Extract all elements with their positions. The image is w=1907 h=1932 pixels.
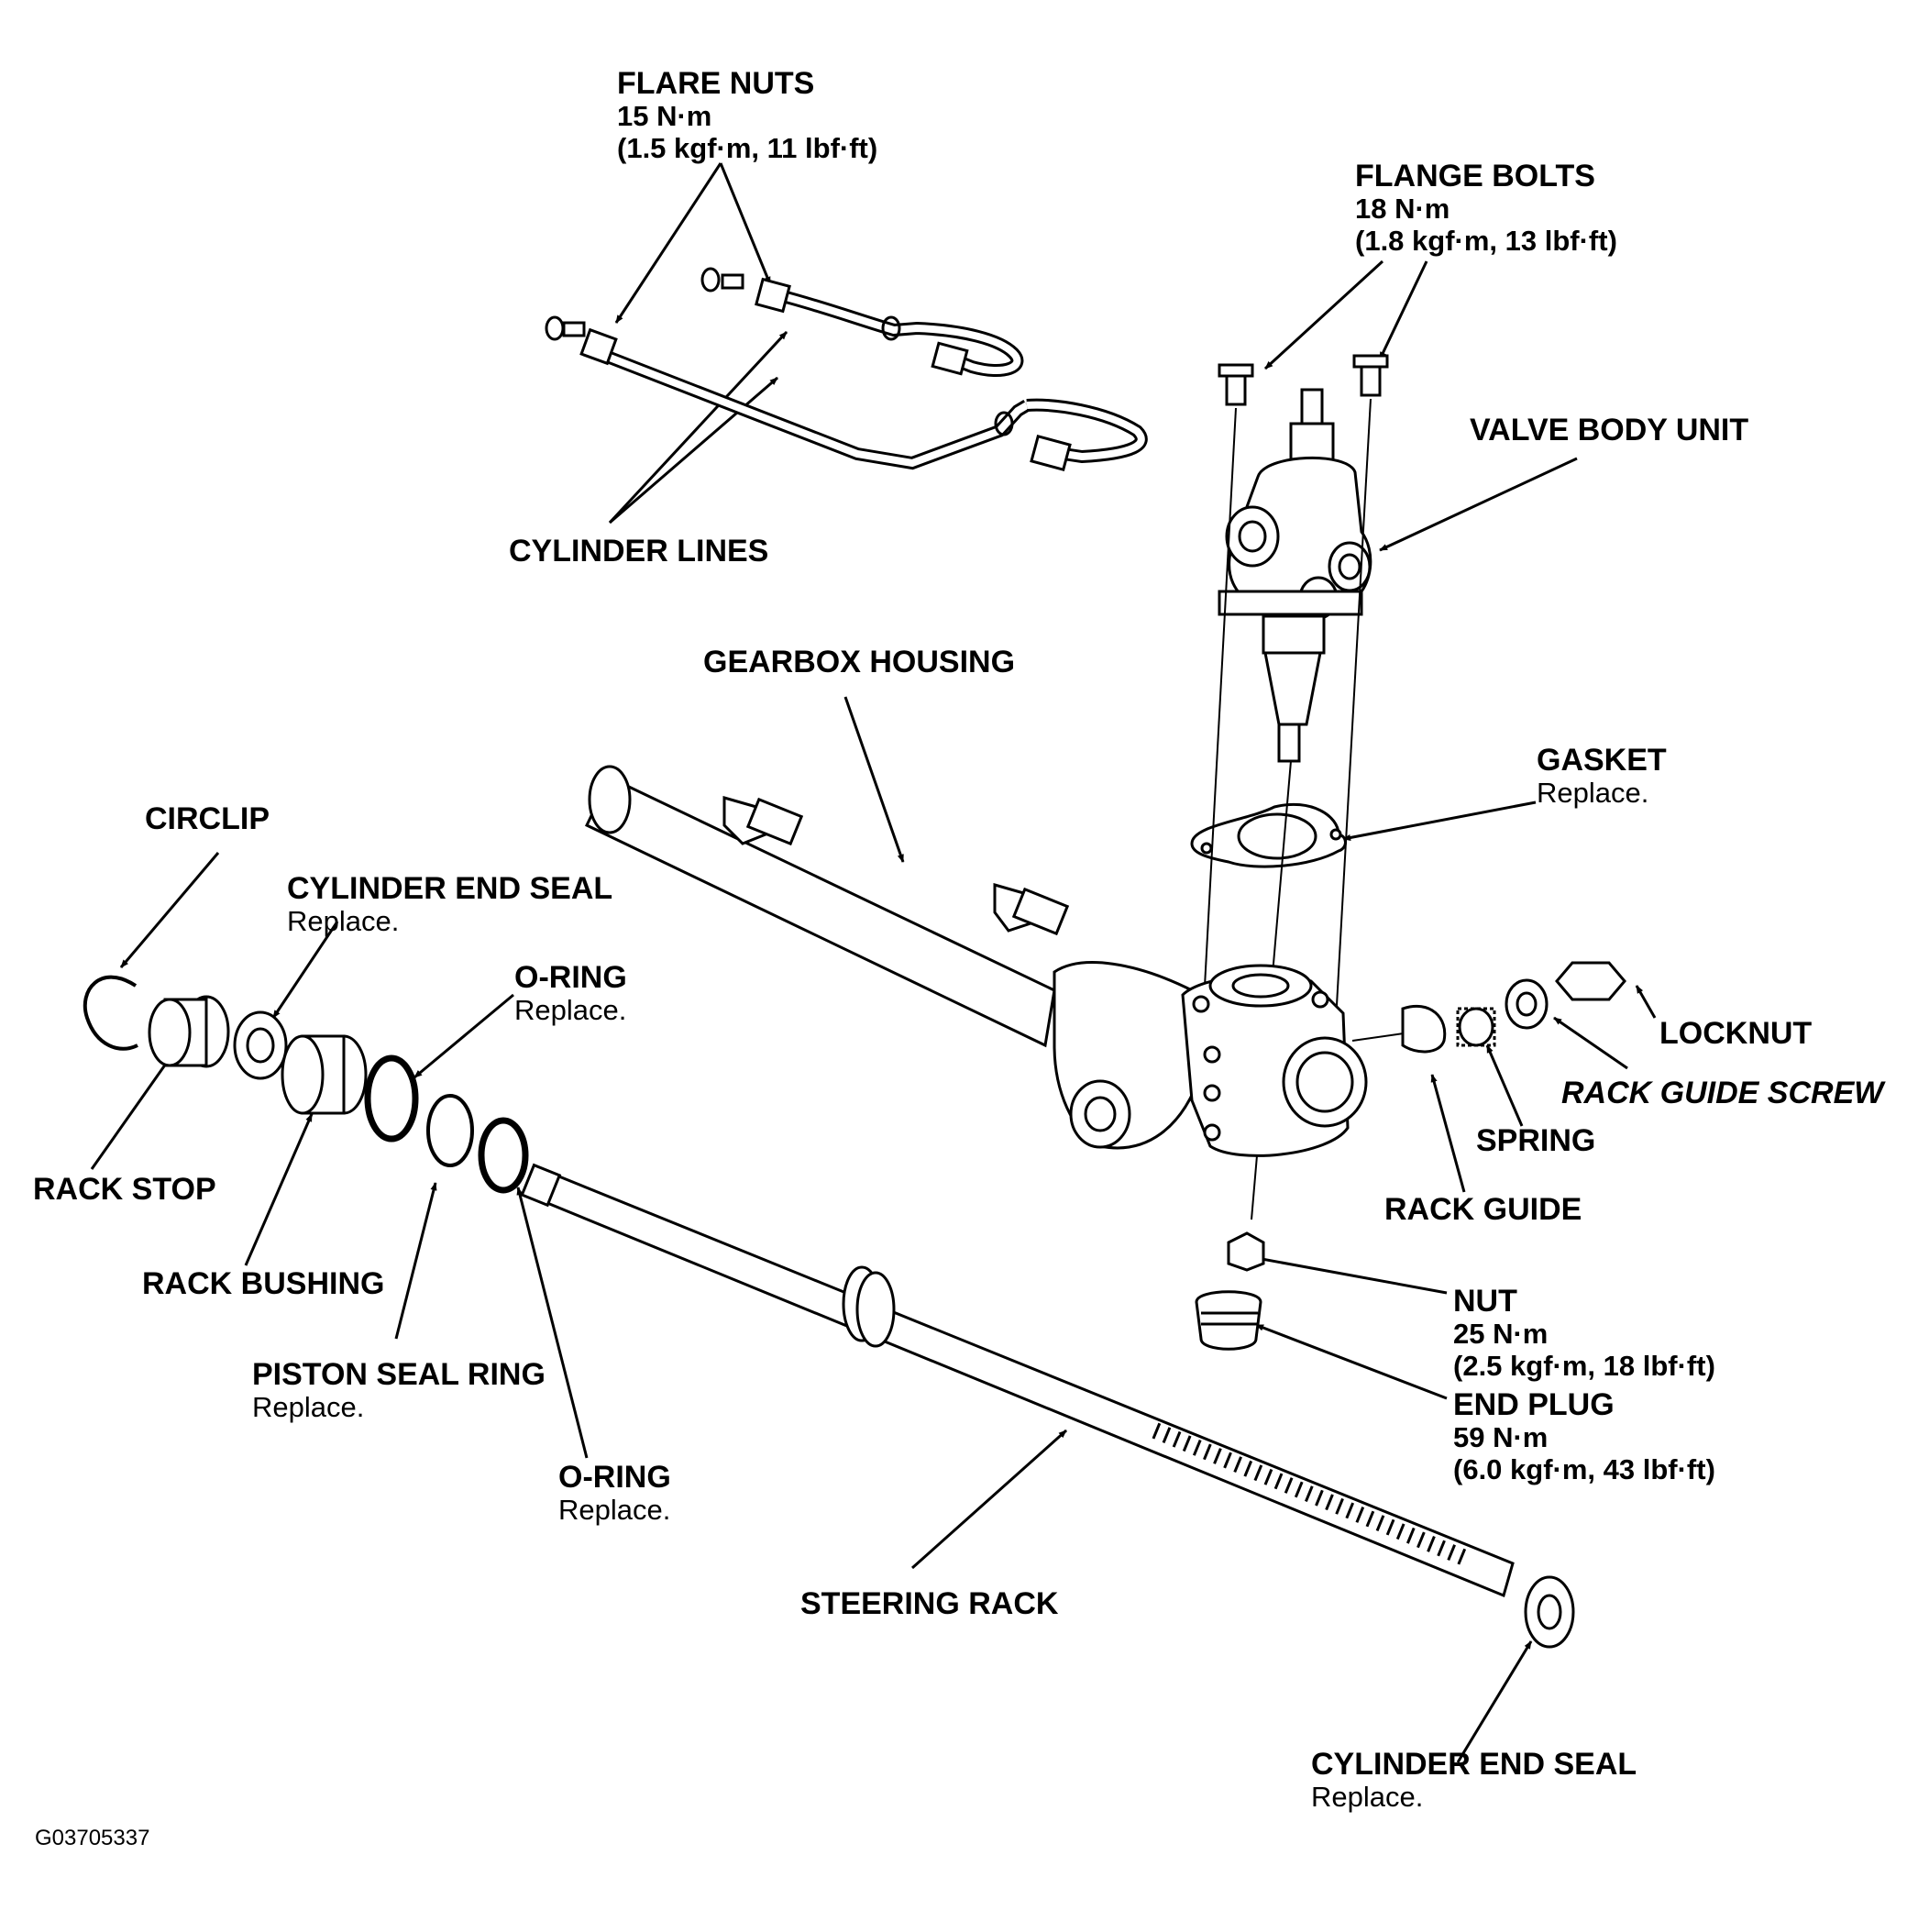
piston-seal-ring-note: Replace. bbox=[252, 1391, 365, 1424]
steering-rack-drawing bbox=[520, 1163, 1575, 1649]
gearbox-housing-title: GEARBOX HOUSING bbox=[703, 645, 1016, 679]
nut-title: NUT bbox=[1453, 1284, 1517, 1319]
flare-nuts-title: FLARE NUTS bbox=[617, 66, 815, 101]
figure-code: G03705337 bbox=[35, 1826, 149, 1850]
gasket-title: GASKET bbox=[1537, 743, 1667, 778]
gearbox-housing-label: GEARBOX HOUSING bbox=[703, 645, 1015, 679]
steering-rack-title: STEERING RACK bbox=[800, 1586, 1059, 1621]
rack-stop-label: RACK STOP bbox=[33, 1172, 216, 1207]
end-plug-label: END PLUG 59 N·m (6.0 kgf·m, 43 lbf·ft) bbox=[1453, 1387, 1715, 1486]
flange-bolts-torque: 18 N·m bbox=[1355, 193, 1450, 226]
o-ring-upper-label: O-RING Replace. bbox=[514, 960, 627, 1027]
flare-nuts-torque: 15 N·m bbox=[617, 100, 712, 133]
cylinder-end-seal-left-title: CYLINDER END SEAL bbox=[287, 871, 613, 906]
cylinder-end-seal-left-label: CYLINDER END SEAL Replace. bbox=[287, 871, 612, 938]
cylinder-lines-label: CYLINDER LINES bbox=[509, 534, 768, 569]
locknut-title: LOCKNUT bbox=[1659, 1016, 1813, 1051]
valve-body-unit-label: VALVE BODY UNIT bbox=[1470, 413, 1748, 447]
end-plug-title: END PLUG bbox=[1453, 1387, 1615, 1422]
o-ring-lower-note: Replace. bbox=[558, 1494, 671, 1527]
gasket-note: Replace. bbox=[1537, 777, 1649, 810]
flare-nuts-torque-alt: (1.5 kgf·m, 11 lbf·ft) bbox=[617, 131, 878, 164]
cylinder-end-seal-left-note: Replace. bbox=[287, 905, 400, 938]
end-plug-torque: 59 N·m bbox=[1453, 1421, 1549, 1454]
leader-lines bbox=[90, 162, 1657, 1763]
spring-title: SPRING bbox=[1476, 1123, 1596, 1158]
flange-bolts-label: FLANGE BOLTS 18 N·m (1.8 kgf·m, 13 lbf·f… bbox=[1355, 159, 1617, 258]
end-plug-torque-alt: (6.0 kgf·m, 43 lbf·ft) bbox=[1453, 1452, 1715, 1485]
locknut-label: LOCKNUT bbox=[1659, 1016, 1812, 1051]
circlip-label: CIRCLIP bbox=[145, 801, 270, 836]
nut-torque-alt: (2.5 kgf·m, 18 lbf·ft) bbox=[1453, 1349, 1715, 1382]
gasket-drawing bbox=[1190, 802, 1347, 868]
rack-bushing-label: RACK BUSHING bbox=[142, 1266, 384, 1301]
rack-guide-components bbox=[1195, 961, 1626, 1351]
o-ring-lower-label: O-RING Replace. bbox=[558, 1460, 671, 1527]
rack-guide-screw-title: RACK GUIDE SCREW bbox=[1561, 1076, 1884, 1110]
rack-guide-title: RACK GUIDE bbox=[1384, 1192, 1582, 1227]
steering-rack-label: STEERING RACK bbox=[800, 1586, 1058, 1621]
cylinder-lines-title: CYLINDER LINES bbox=[509, 534, 769, 569]
nut-label: NUT 25 N·m (2.5 kgf·m, 18 lbf·ft) bbox=[1453, 1284, 1715, 1383]
flange-bolts-torque-alt: (1.8 kgf·m, 13 lbf·ft) bbox=[1355, 224, 1617, 257]
piston-seal-ring-label: PISTON SEAL RING Replace. bbox=[252, 1357, 546, 1424]
flare-nuts-label: FLARE NUTS 15 N·m (1.5 kgf·m, 11 lbf·ft) bbox=[617, 66, 877, 165]
o-ring-upper-title: O-RING bbox=[514, 960, 627, 995]
piston-seal-ring-title: PISTON SEAL RING bbox=[252, 1357, 546, 1392]
cylinder-end-seal-right-title: CYLINDER END SEAL bbox=[1311, 1747, 1637, 1782]
spring-label: SPRING bbox=[1476, 1123, 1595, 1158]
valve-body-unit-title: VALVE BODY UNIT bbox=[1470, 413, 1749, 447]
o-ring-upper-note: Replace. bbox=[514, 994, 627, 1027]
rack-stop-title: RACK STOP bbox=[33, 1172, 216, 1207]
gasket-label: GASKET Replace. bbox=[1537, 743, 1667, 810]
cylinder-end-seal-right-label: CYLINDER END SEAL Replace. bbox=[1311, 1747, 1637, 1814]
cylinder-lines-drawing bbox=[545, 267, 1148, 472]
rack-components-left bbox=[83, 975, 529, 1194]
o-ring-lower-title: O-RING bbox=[558, 1460, 671, 1495]
rack-guide-label: RACK GUIDE bbox=[1384, 1192, 1582, 1227]
cylinder-end-seal-right-note: Replace. bbox=[1311, 1781, 1424, 1814]
rack-bushing-title: RACK BUSHING bbox=[142, 1266, 385, 1301]
gearbox-housing-drawing bbox=[584, 765, 1368, 1157]
nut-torque: 25 N·m bbox=[1453, 1318, 1549, 1351]
flange-bolts-title: FLANGE BOLTS bbox=[1355, 159, 1595, 193]
circlip-title: CIRCLIP bbox=[145, 801, 270, 836]
rack-guide-screw-label: RACK GUIDE SCREW bbox=[1561, 1076, 1883, 1110]
valve-body-unit-drawing bbox=[1218, 354, 1389, 763]
